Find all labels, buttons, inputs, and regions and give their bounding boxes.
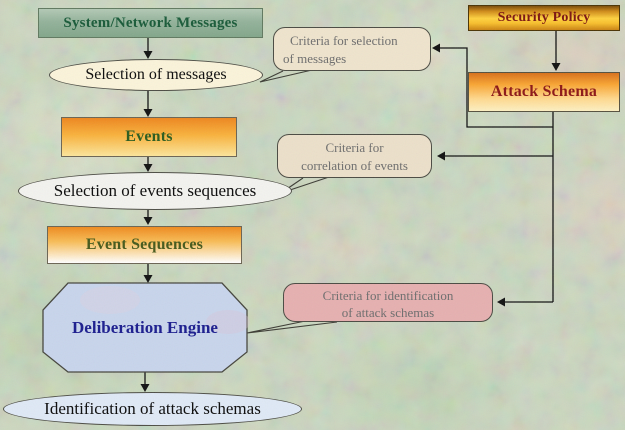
arrowhead-down — [143, 109, 153, 117]
node-attack-schema: Attack Schema — [468, 72, 620, 112]
node-events: Events — [61, 117, 237, 157]
callout-line: of messages — [283, 51, 347, 66]
node-deliberation-engine-label: Deliberation Engine — [72, 317, 218, 337]
node-selection-of-events-sequences: Selection of events sequences — [18, 172, 292, 210]
callout-line: Criteria for selection — [290, 33, 398, 48]
node-identification-of-attack-schemas: Identification of attack schemas — [3, 392, 302, 426]
tail-selection-callout — [259, 69, 313, 83]
callout-line: Criteria for — [325, 140, 384, 155]
callout-line: Criteria for identification — [322, 288, 454, 303]
node-system-network-messages: System/Network Messages — [38, 8, 263, 38]
arrowhead-left — [432, 43, 440, 53]
callout-line: correlation of events — [301, 158, 408, 173]
arrowhead-down — [143, 164, 153, 172]
node-event-sequences: Event Sequences — [47, 226, 242, 264]
arrowhead-left — [497, 297, 505, 307]
arrowhead-left — [437, 151, 445, 161]
arrowhead-down — [143, 217, 153, 225]
callout-line: of attack schemas — [341, 305, 435, 320]
callout-criteria-identification-of-attack-schemas: Criteria for identification of attack sc… — [283, 283, 493, 322]
arrowhead-down — [143, 275, 153, 283]
node-security-policy: Security Policy — [468, 5, 620, 31]
node-selection-of-messages: Selection of messages — [49, 59, 263, 91]
callout-criteria-correlation-of-events: Criteria for correlation of events — [277, 134, 432, 178]
arrowhead-down — [143, 51, 153, 59]
callout-criteria-selection-of-messages: Criteria for selection of messages — [273, 27, 431, 71]
arrowhead-down — [140, 384, 150, 392]
arrowhead-down — [551, 63, 561, 71]
